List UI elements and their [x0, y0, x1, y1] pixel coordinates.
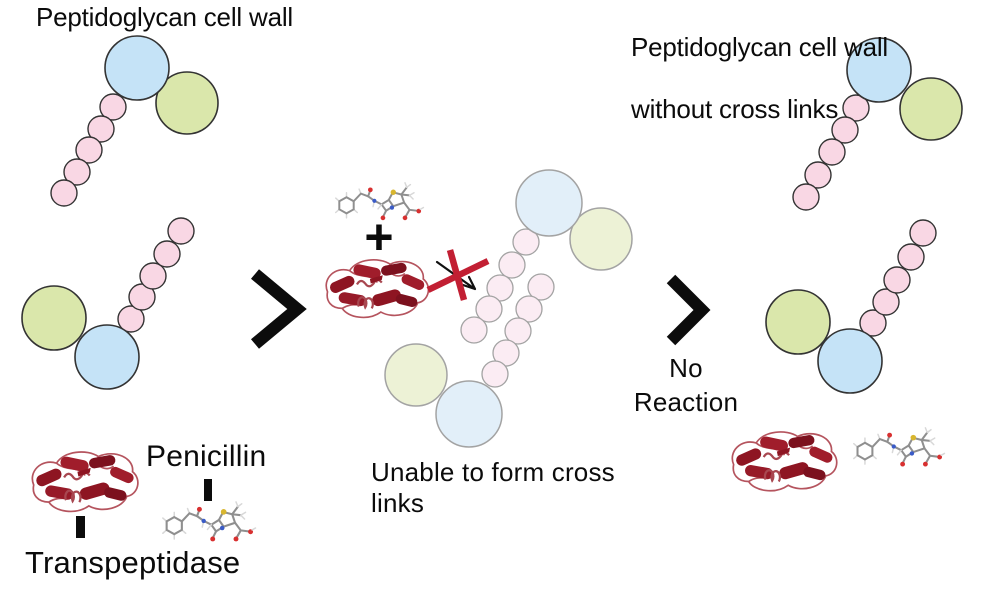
left-title: Peptidoglycan cell wall [36, 2, 293, 32]
unable-to-form-label: Unable to form cross links [371, 457, 615, 518]
peptidoglycan-strand-right-top [792, 37, 963, 211]
right-title: Peptidoglycan cell wall without cross li… [631, 1, 888, 156]
peptide-circle [818, 138, 846, 166]
peptide-circle [792, 183, 820, 211]
transpeptidase-label: Transpeptidase [25, 545, 241, 580]
green-sugar-circle [899, 77, 963, 141]
peptide-circle [117, 305, 145, 333]
peptidoglycan-strand-left-top [50, 35, 219, 207]
green-sugar-circle-faded [569, 207, 633, 271]
peptide-circle [99, 93, 127, 121]
peptide-circle-faded [504, 317, 532, 345]
peptide-circle [897, 243, 925, 271]
chevron-right-icon [250, 269, 307, 349]
peptide-circle [804, 161, 832, 189]
peptide-circle-faded [481, 360, 509, 388]
blocked-arrow-icon [426, 249, 490, 301]
penicillin-label-connector [204, 479, 212, 501]
transpeptidase-protein-right [731, 430, 838, 492]
peptide-circle-faded [515, 295, 543, 323]
penicillin-molecule-legend [161, 500, 257, 543]
uncrosslinked-strand-lower [384, 273, 555, 448]
peptidoglycan-strand-left-bottom [21, 217, 195, 390]
penicillin-molecule-right [852, 426, 946, 468]
peptide-circle [75, 136, 103, 164]
peptide-circle [139, 262, 167, 290]
peptide-circle-faded [527, 273, 555, 301]
plus-icon: + [364, 209, 394, 265]
transpeptidase-label-connector [76, 516, 85, 538]
peptide-circle-faded [512, 228, 540, 256]
green-sugar-circle [155, 71, 219, 135]
right-title-line2: without cross links [631, 94, 839, 124]
peptide-circle [63, 158, 91, 186]
peptide-circle [842, 94, 870, 122]
transpeptidase-protein-middle [325, 258, 430, 319]
blue-sugar-circle-faded [435, 380, 503, 448]
peptide-circle-faded [460, 316, 488, 344]
peptide-circle [831, 116, 859, 144]
blue-sugar-circle [846, 37, 912, 103]
transpeptidase-protein-legend [31, 450, 140, 513]
chevron-right-icon [666, 274, 711, 346]
peptide-circle [859, 309, 887, 337]
peptidoglycan-strand-right-bottom [765, 219, 937, 394]
blue-sugar-circle-faded [515, 169, 583, 237]
peptide-circle [883, 266, 911, 294]
uncrosslinked-strand-upper [460, 169, 633, 344]
blue-sugar-circle [104, 35, 170, 101]
peptide-circle [167, 217, 195, 245]
peptide-circle [153, 240, 181, 268]
no-reaction-label: No Reaction [633, 353, 739, 417]
right-title-line1: Peptidoglycan cell wall [631, 32, 888, 62]
penicillin-label: Penicillin [146, 440, 267, 473]
blue-sugar-circle [817, 328, 883, 394]
peptide-circle-faded [475, 295, 503, 323]
green-sugar-circle-faded [384, 343, 448, 407]
blue-sugar-circle [74, 324, 140, 390]
peptide-circle [50, 179, 78, 207]
peptide-circle [87, 115, 115, 143]
peptide-circle [909, 219, 937, 247]
green-sugar-circle [21, 285, 87, 351]
green-sugar-circle [765, 289, 831, 355]
peptide-circle [872, 288, 900, 316]
peptide-circle-faded [498, 251, 526, 279]
